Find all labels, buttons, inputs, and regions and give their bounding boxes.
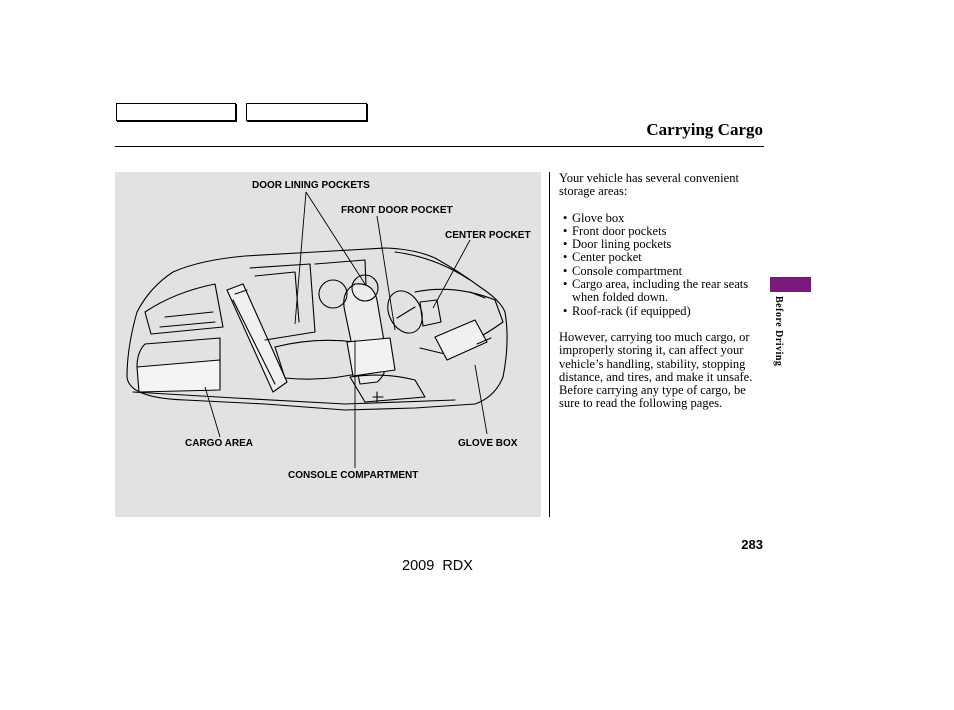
page-title: Carrying Cargo — [646, 120, 763, 139]
list-item: Center pocket — [559, 251, 759, 265]
list-item: Glove box — [559, 211, 759, 225]
nav-button-previous[interactable] — [116, 103, 236, 121]
list-item: Console compartment — [559, 264, 759, 278]
section-label: Before Driving — [773, 296, 784, 367]
intro-paragraph: Your vehicle has several convenient stor… — [559, 171, 739, 199]
callout-front-door-pocket: FRONT DOOR POCKET — [341, 205, 453, 216]
body-text: Your vehicle has several convenient stor… — [559, 171, 759, 411]
title-rule — [115, 146, 764, 147]
vehicle-interior-illustration: DOOR LINING POCKETS FRONT DOOR POCKET CE… — [115, 172, 541, 517]
page-number: 283 — [741, 537, 763, 552]
nav-button-next[interactable] — [246, 103, 367, 121]
callout-console-compartment: CONSOLE COMPARTMENT — [288, 470, 419, 481]
model-footer: 2009 RDX — [402, 558, 473, 574]
callout-cargo-area: CARGO AREA — [185, 438, 253, 449]
list-item: Cargo area, including the rear seats whe… — [559, 278, 759, 305]
callout-center-pocket: CENTER POCKET — [445, 230, 531, 241]
list-item: Roof-rack (if equipped) — [559, 304, 759, 318]
callout-glove-box: GLOVE BOX — [458, 438, 518, 449]
storage-list: Glove box Front door pockets Door lining… — [559, 211, 759, 318]
interior-cutaway-drawing — [126, 191, 508, 468]
section-tab — [770, 277, 811, 292]
list-item: Front door pockets — [559, 224, 759, 238]
warning-paragraph: However, carrying too much cargo, or imp… — [559, 329, 753, 411]
list-item: Door lining pockets — [559, 237, 759, 251]
column-divider — [549, 172, 550, 517]
callout-door-lining-pockets: DOOR LINING POCKETS — [252, 180, 370, 191]
